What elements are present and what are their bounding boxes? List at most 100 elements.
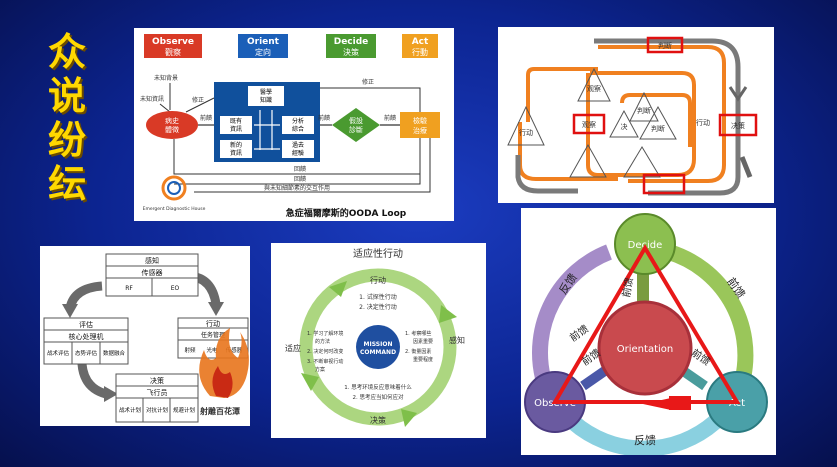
mc-ring — [299, 268, 457, 426]
mc-center — [356, 325, 400, 369]
tri-label-3: 判断 — [637, 106, 651, 115]
node-observe — [146, 111, 198, 139]
svg-text:資訊: 資訊 — [230, 125, 242, 133]
ooda-caption: 急症福爾摩斯的OODA Loop — [286, 207, 407, 219]
mc-center-1: MISSION — [364, 341, 393, 348]
emergent-logo: Emergent Diagnostic House — [143, 175, 206, 212]
title-char: 众 — [47, 30, 86, 74]
sensor-cycle-panel: 感知 传感器 RF EO 评估 核心处理机 战术评估 态势评估 数据融合 行动 … — [40, 246, 250, 426]
title-char: 纭 — [47, 162, 86, 206]
title-char: 说 — [47, 74, 86, 118]
decide-cell-3: 规避计划 — [173, 406, 195, 414]
mc-left-item-4: 3. 不断审视行动 — [307, 358, 343, 365]
sense-cell-eo: EO — [171, 285, 180, 292]
label-forward-2: 前饋 — [318, 114, 330, 122]
flame-watermark: 射雕百花潭 — [199, 328, 249, 416]
phase-observe-en: Observe — [152, 37, 194, 47]
mc-top-item-1: 1. 试探性行动 — [359, 293, 397, 301]
node-decide — [332, 108, 380, 142]
eval-title: 评估 — [79, 320, 93, 329]
svg-text:過去: 過去 — [292, 141, 304, 149]
svg-text:經驗: 經驗 — [292, 149, 304, 157]
node-decide — [614, 213, 676, 275]
mc-center-2: COMMAND — [360, 349, 396, 356]
red-box-3-label: 决策 — [731, 121, 745, 130]
page-title: 众 说 纷 纭 — [32, 30, 102, 206]
triangle-ooda-panel: Orientation Decide Observe Act 反馈 前馈 反馈 … — [521, 208, 776, 455]
act-cell-2: 光电 — [206, 346, 218, 354]
watermark-text: 射雕百花潭 — [199, 406, 240, 416]
sense-title: 感知 — [145, 256, 159, 265]
mission-command-panel: 适应性行动 MISSION COMMAND 行动 1. 试探性行动 2. 决定性… — [271, 243, 486, 438]
arc-right — [666, 244, 754, 380]
tri-label-5: 判断 — [651, 124, 665, 133]
phase-act-zh: 行動 — [412, 47, 428, 57]
svg-text:資訊: 資訊 — [230, 149, 242, 157]
loop-diagram-panel: 行动 观察 判断 决 判断 行动 判断 观察 决策 — [498, 27, 774, 203]
ooda-medical-diagram: Observe 觀察 Orient 定向 Decide 決策 Act 行動 未知… — [140, 34, 440, 219]
mc-left-item-1: 1. 学习了解环境 — [307, 330, 343, 337]
label-feedback-1: 回饋 — [294, 165, 306, 173]
arc-label-7: 前馈 — [567, 322, 591, 344]
act-cell-1: 射频 — [184, 346, 196, 354]
ooda-medical-panel: Observe 觀察 Orient 定向 Decide 決策 Act 行動 未知… — [134, 28, 454, 221]
decide-sub: 飞行员 — [147, 388, 168, 397]
mc-bottom-item-1: 1. 思考环境反应意味着什么 — [344, 383, 412, 391]
label-interaction: 與未知細節素的交互作用 — [264, 184, 330, 192]
svg-text:醫學: 醫學 — [260, 88, 272, 96]
mc-right-item-2: 因素重要 — [413, 338, 433, 345]
sense-cell-rf: RF — [125, 285, 133, 292]
node-observe-l2: 體徵 — [165, 125, 179, 134]
svg-text:分析: 分析 — [292, 117, 304, 125]
decide-cell-2: 对抗计划 — [146, 406, 168, 414]
phase-decide-en: Decide — [334, 37, 369, 47]
mc-bottom-label: 决策 — [370, 415, 386, 425]
arc-left — [532, 244, 613, 380]
label-unknown-bg: 未知背景 — [154, 74, 178, 82]
svg-text:診斷: 診斷 — [349, 125, 363, 134]
eval-box: 评估 核心处理机 战术评估 态势评估 数据融合 — [43, 317, 129, 365]
sense-sub: 传感器 — [142, 268, 163, 277]
act-cell-3: 传感器 — [226, 346, 243, 354]
arc-label-5: 前馈 — [689, 346, 713, 368]
red-box-2 — [572, 113, 606, 135]
logo-caption: Emergent Diagnostic House — [143, 206, 206, 212]
title-char: 纷 — [47, 118, 86, 162]
decide-title: 决策 — [150, 376, 164, 385]
mc-bottom-item-2: 2. 思考应当如何应对 — [353, 393, 404, 401]
eval-sub: 核心处理机 — [69, 332, 104, 341]
label-correct-1: 修正 — [192, 96, 204, 104]
loop-diagram: 行动 观察 判断 决 判断 行动 判断 观察 决策 — [507, 36, 758, 196]
arc-bottom — [567, 415, 721, 455]
svg-text:新的: 新的 — [230, 141, 242, 149]
mc-right-label: 感知 — [449, 335, 465, 345]
phase-decide-zh: 決策 — [343, 47, 359, 57]
mc-top-label: 行动 — [370, 275, 386, 285]
tri-label-6: 行动 — [696, 118, 710, 127]
mc-right-item-3: 2. 衡量因素 — [405, 348, 431, 355]
mc-left-item-3: 2. 决定何时改变 — [307, 348, 343, 355]
eval-cell-2: 态势评估 — [75, 349, 98, 357]
mc-left-item-2: 的方法 — [315, 338, 330, 345]
node-observe-l1: 病史 — [165, 116, 179, 125]
mc-right-item-1: 1. 考察哪些 — [405, 330, 431, 337]
tri-label-4: 决 — [621, 122, 628, 131]
label-forward-3: 前饋 — [384, 114, 396, 122]
sensor-cycle-diagram: 感知 传感器 RF EO 评估 核心处理机 战术评估 态势评估 数据融合 行动 … — [43, 253, 249, 423]
eval-cell-3: 数据融合 — [103, 349, 126, 357]
phase-orient: Orient 定向 — [238, 34, 288, 58]
svg-text:假設: 假設 — [349, 116, 363, 125]
label-correct-2: 修正 — [362, 78, 374, 86]
arc-label-2: 前馈 — [619, 276, 635, 298]
label-feedback-2: 回饋 — [294, 175, 306, 183]
red-box-1-label: 判断 — [658, 41, 672, 50]
phase-orient-en: Orient — [247, 37, 280, 47]
red-triangle — [551, 244, 741, 404]
phase-decide: Decide 決策 — [326, 34, 376, 58]
act-title: 行动 — [206, 319, 220, 328]
sense-box: 感知 传感器 RF EO — [105, 253, 199, 297]
mc-right-item-4: 重要程度 — [413, 356, 433, 363]
phase-observe: Observe 觀察 — [144, 34, 202, 58]
label-orientation: Orientation — [617, 344, 673, 355]
decide-cell-1: 战术计划 — [119, 406, 141, 414]
